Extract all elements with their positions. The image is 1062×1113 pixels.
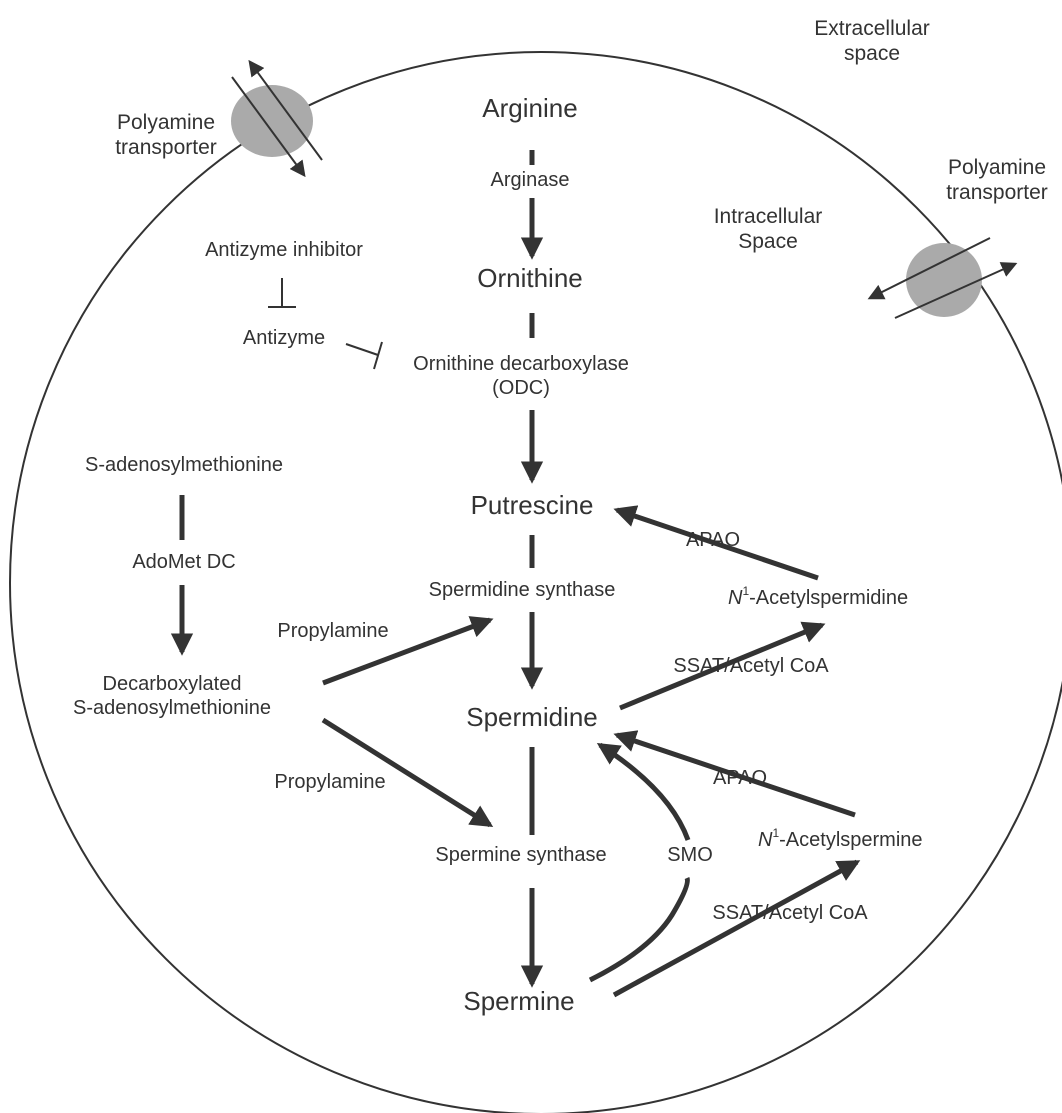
polyamine-transporter-left-line-2: transporter [115,136,217,160]
ssat-top-label: SSAT/Acetyl CoA [673,655,829,677]
smo-label: SMO [667,844,713,866]
odc-line-1: Ornithine decarboxylase [413,353,629,375]
polyamine-transporter-right-line-2: transporter [946,181,1048,205]
putrescine-label: Putrescine [470,490,594,520]
ssat-spermine-arrow [612,859,861,998]
antizyme-inhibition-icon [345,341,383,370]
extracellular-label: Extracellular space [814,16,930,66]
extracellular-line-2: space [843,42,901,66]
sam-label: S-adenosylmethionine [85,454,283,476]
ssat-bottom-label: SSAT/Acetyl CoA [712,902,868,924]
acetylspermidine-n: N [728,587,743,609]
dcsam-line-1: Decarboxylated [102,673,242,695]
odc-line-2: (ODC) [492,377,550,399]
acetylspermidine-rest: -Acetylspermidine [749,587,909,609]
intracellular-line-2: Space [738,230,798,254]
spermidine-synthase-label: Spermidine synthase [428,579,616,601]
polyamine-transporter-right-label: Polyamine transporter [946,155,1048,205]
spermidine-label: Spermidine [466,702,598,732]
polyamine-transporter-right-icon [867,237,1018,319]
extracellular-line-1: Extracellular [814,17,930,40]
polyamine-transporter-left-icon [231,59,323,178]
ssat-spermidine-arrow [619,621,826,711]
acetylspermine-sup: 1 [772,826,780,840]
apao-top-label: APAO [685,529,741,551]
apao-spermidine-arrow [613,730,856,818]
spermine-synthase-label: Spermine synthase [435,844,607,866]
dcsam-to-spermine-synthase-arrow [321,717,494,828]
arginase-label: Arginase [490,169,570,191]
spermine-label: Spermine [463,986,575,1016]
cell-membrane [9,51,1062,1113]
antizyme-inhibitor-label: Antizyme inhibitor [205,239,363,261]
acetylspermidine-label: N1-Acetylspermidine [728,584,908,610]
ornithine-label: Ornithine [477,263,583,293]
odc-label: Ornithine decarboxylase (ODC) [413,352,629,400]
smo-arrow-head-path [596,742,691,841]
propylamine-top-label: Propylamine [277,620,389,642]
intracellular-line-1: Intracellular [713,205,823,228]
arginine-label: Arginine [482,93,578,123]
acetylspermidine-sup: 1 [742,584,750,598]
polyamine-transporter-left-label: Polyamine transporter [115,110,217,160]
adometdc-label: AdoMet DC [132,551,236,573]
acetylspermine-label: N1-Acetylspermine [758,826,923,852]
acetylspermine-rest: -Acetylspermine [779,829,923,851]
smo-arrow [588,877,690,983]
dcsam-label: Decarboxylated S-adenosylmethionine [73,672,271,720]
dcsam-to-spermidine-synthase-arrow [322,616,494,686]
propylamine-bottom-label: Propylamine [274,771,386,793]
polyamine-transporter-left-line-1: Polyamine [116,111,216,134]
apao-bottom-label: APAO [712,767,768,789]
antizyme-inhibitor-inhibition-icon [268,278,296,308]
apao-putrescine-arrow [613,505,819,581]
dcsam-line-2: S-adenosylmethionine [73,697,271,719]
acetylspermine-n: N [758,829,773,851]
antizyme-label: Antizyme [242,327,326,349]
intracellular-label: Intracellular Space [714,204,823,254]
polyamine-transporter-right-line-1: Polyamine [947,156,1047,179]
